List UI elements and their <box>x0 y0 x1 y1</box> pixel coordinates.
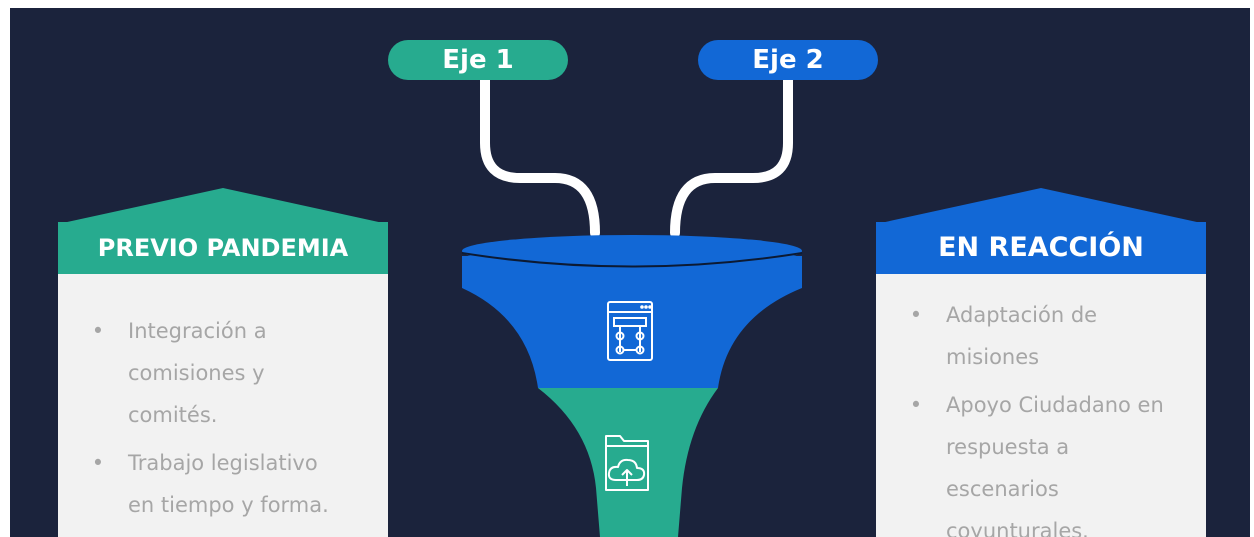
right-panel-title: EN REACCIÓN <box>876 222 1206 274</box>
left-panel-title: PREVIO PANDEMIA <box>58 222 388 274</box>
list-item-text: Integración a comisiones y comités. <box>128 319 267 427</box>
funnel-rim <box>462 235 802 267</box>
bullet-dot-icon: • <box>906 384 926 426</box>
list-item-text: Adaptación de misiones <box>946 303 1097 369</box>
right-panel-list: • Adaptación de misiones • Apoyo Ciudadano… <box>900 294 1186 537</box>
right-panel-card: • Adaptación de misiones • Apoyo Ciudadano… <box>876 274 1206 537</box>
bullet-dot-icon: • <box>88 442 108 484</box>
list-item-text: Trabajo legislativo en tiempo y forma. <box>128 451 329 517</box>
axis-pill-eje-1: Eje 1 <box>388 40 568 80</box>
axis-pill-eje-2: Eje 2 <box>698 40 878 80</box>
bullet-dot-icon: • <box>906 294 926 336</box>
left-panel-list: • Integración a comisiones y comités. • Tr… <box>82 310 364 526</box>
list-item: • Integración a comisiones y comités. <box>82 310 346 436</box>
slide-canvas: Eje 1 Eje 2 PREVIO PANDEMIA • Integración… <box>10 8 1250 537</box>
list-item: • Apoyo Ciudadano en respuesta a escenari… <box>900 384 1186 537</box>
bullet-dot-icon: • <box>88 310 108 352</box>
list-item: • Trabajo legislativo en tiempo y forma. <box>82 442 346 526</box>
funnel-stem-green <box>538 388 718 537</box>
list-item-text: Apoyo Ciudadano en respuesta a escenario… <box>946 393 1164 537</box>
list-item: • Adaptación de misiones <box>900 294 1186 378</box>
funnel-graphic <box>450 88 810 537</box>
left-panel-card: • Integración a comisiones y comités. • Tr… <box>58 274 388 537</box>
funnel-bowl-blue <box>462 256 802 388</box>
